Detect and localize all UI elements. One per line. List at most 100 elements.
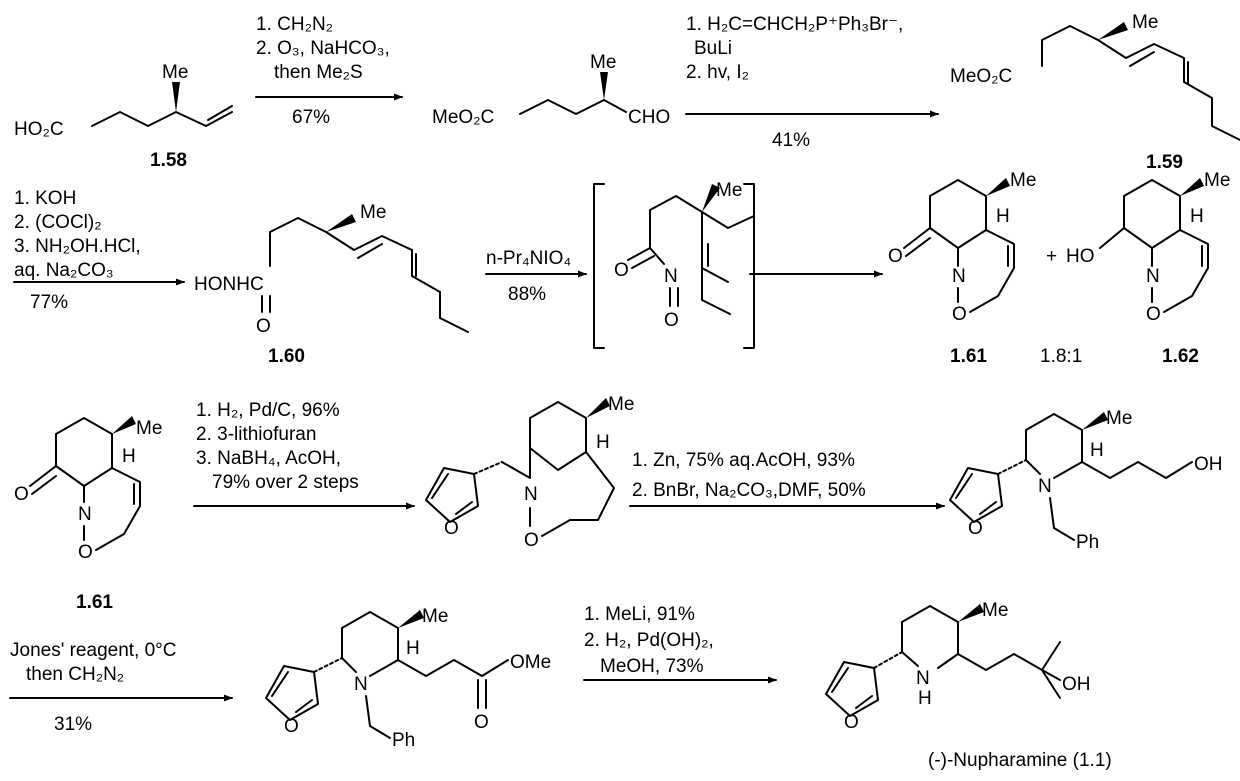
svg-text:H: H	[596, 432, 610, 453]
svg-text:then CH₂N₂: then CH₂N₂	[26, 664, 124, 685]
svg-text:3. NH₂OH.HCl,: 3. NH₂OH.HCl,	[14, 236, 141, 257]
svg-text:2. BnBr, Na₂CO₃,DMF, 50%: 2. BnBr, Na₂CO₃,DMF, 50%	[632, 480, 866, 501]
svg-text:CHO: CHO	[628, 107, 670, 128]
svg-text:H: H	[918, 688, 932, 709]
svg-text:O: O	[614, 260, 629, 281]
svg-text:2. 3-lithiofuran: 2. 3-lithiofuran	[196, 424, 316, 445]
step-7-conditions: Jones' reagent, 0°C then CH₂N₂ 31%	[9, 640, 233, 735]
step-1-conditions: 1. CH₂N₂ 2. O₃, NaHCO₃, then Me₂S 67%	[255, 14, 403, 128]
svg-text:Me: Me	[136, 418, 162, 439]
svg-text:1. H₂, Pd/C, 96%: 1. H₂, Pd/C, 96%	[196, 400, 340, 421]
step-4-conditions: n-Pr₄NIO₄ 88%	[485, 248, 587, 305]
svg-text:Ph: Ph	[1076, 532, 1099, 553]
compound-label-1-60: 1.60	[268, 346, 305, 367]
svg-text:Jones' reagent, 0°C: Jones' reagent, 0°C	[10, 640, 177, 661]
svg-text:n-Pr₄NIO₄: n-Pr₄NIO₄	[486, 248, 571, 269]
svg-text:Me: Me	[716, 180, 742, 201]
svg-text:Me: Me	[982, 600, 1008, 621]
svg-text:77%: 77%	[30, 292, 68, 313]
svg-text:3. NaBH₄, AcOH,: 3. NaBH₄, AcOH,	[196, 448, 341, 469]
svg-text:1. KOH: 1. KOH	[14, 188, 76, 209]
svg-text:then Me₂S: then Me₂S	[274, 62, 363, 83]
svg-text:H: H	[1090, 440, 1104, 461]
methyl-ester: O N Me H OMe O Ph	[265, 606, 551, 751]
svg-text:1. CH₂N₂: 1. CH₂N₂	[256, 14, 333, 35]
svg-text:1. H₂C=CHCH₂P⁺Ph₃Br⁻,: 1. H₂C=CHCH₂P⁺Ph₃Br⁻,	[686, 14, 903, 35]
step-3-conditions: 1. KOH 2. (COCl)₂ 3. NH₂OH.HCl, aq. Na₂C…	[13, 188, 185, 313]
svg-text:HO: HO	[1066, 246, 1095, 267]
compound-1-58: HO₂C Me 1.58	[14, 62, 233, 171]
step-8-conditions: 1. MeLi, 91% 2. H₂, Pd(OH)₂, MeOH, 73%	[583, 604, 777, 684]
svg-text:MeOH, 73%: MeOH, 73%	[600, 656, 704, 677]
step-6-conditions: 1. Zn, 75% aq.AcOH, 93% 2. BnBr, Na₂CO₃,…	[629, 450, 945, 510]
plus-sign: +	[1046, 246, 1057, 267]
svg-text:2. H₂, Pd(OH)₂,: 2. H₂, Pd(OH)₂,	[584, 630, 714, 651]
svg-text:Me: Me	[360, 202, 386, 223]
nupharamine-product: O N H Me OH (-)-Nupharamine (1.1)	[825, 600, 1112, 771]
compound-label-1-59: 1.59	[1146, 152, 1183, 173]
svg-text:1. MeLi, 91%: 1. MeLi, 91%	[584, 604, 695, 625]
svg-text:N: N	[916, 668, 930, 689]
svg-text:O: O	[256, 316, 271, 337]
svg-text:N: N	[1038, 476, 1052, 497]
svg-text:2. O₃, NaHCO₃,: 2. O₃, NaHCO₃,	[256, 38, 390, 59]
svg-text:H: H	[1190, 206, 1204, 227]
svg-text:N: N	[952, 266, 966, 287]
svg-text:OMe: OMe	[510, 652, 551, 673]
bracket	[593, 183, 755, 349]
svg-text:N: N	[354, 674, 368, 695]
svg-text:Me: Me	[422, 606, 448, 627]
svg-text:N: N	[664, 266, 678, 287]
amino-alcohol: O N Me H OH Ph	[949, 408, 1223, 553]
compound-1-61-repeat: O N O Me H 1.61	[14, 416, 162, 613]
step-5-conditions: 1. H₂, Pd/C, 96% 2. 3-lithiofuran 3. NaB…	[193, 400, 415, 510]
svg-text:31%: 31%	[54, 714, 92, 735]
svg-text:O: O	[968, 518, 983, 539]
acylnitroso-intermediate: O N O Me	[593, 180, 755, 349]
svg-text:Me: Me	[1010, 170, 1036, 191]
product-name: (-)-Nupharamine (1.1)	[928, 750, 1112, 771]
svg-text:H: H	[122, 446, 136, 467]
svg-text:Me: Me	[1204, 170, 1230, 191]
svg-text:O: O	[284, 716, 299, 737]
step-2-conditions: 1. H₂C=CHCH₂P⁺Ph₃Br⁻, BuLi 2. hv, I₂ 41%	[685, 14, 939, 151]
svg-text:OH: OH	[1194, 454, 1223, 475]
svg-text:O: O	[888, 246, 903, 267]
svg-text:1. Zn, 75% aq.AcOH, 93%: 1. Zn, 75% aq.AcOH, 93%	[632, 450, 855, 471]
svg-text:O: O	[952, 304, 967, 325]
compound-label-1-58: 1.58	[150, 150, 187, 171]
svg-text:O: O	[474, 712, 489, 733]
svg-text:O: O	[664, 310, 679, 331]
svg-text:2. hv, I₂: 2. hv, I₂	[686, 62, 749, 83]
compound-label-1-61-repeat: 1.61	[76, 592, 113, 613]
svg-text:O: O	[1146, 304, 1161, 325]
compound-1-59: MeO₂C Me 1.59	[950, 12, 1240, 173]
svg-text:OH: OH	[1062, 674, 1091, 695]
svg-text:N: N	[524, 484, 538, 505]
svg-text:H: H	[996, 206, 1010, 227]
ratio-label: 1.8:1	[1040, 346, 1082, 367]
methyl-label: Me	[162, 62, 188, 83]
svg-text:BuLi: BuLi	[694, 38, 732, 59]
svg-text:MeO₂C: MeO₂C	[432, 107, 494, 128]
svg-text:O: O	[78, 542, 93, 563]
compound-label-1-62: 1.62	[1162, 346, 1199, 367]
compound-1-62: HO N O Me H 1.62	[1066, 170, 1230, 367]
svg-text:41%: 41%	[772, 130, 810, 151]
svg-text:O: O	[14, 484, 29, 505]
svg-text:2. (COCl)₂: 2. (COCl)₂	[14, 212, 102, 233]
compound-1-61: O N O Me H 1.61	[888, 170, 1036, 367]
furan-ring	[425, 467, 479, 523]
acid-group: HO₂C	[14, 119, 64, 140]
svg-text:Me: Me	[590, 52, 616, 73]
aldehyde-intermediate: MeO₂C Me CHO	[432, 52, 670, 128]
svg-text:79% over 2 steps: 79% over 2 steps	[212, 472, 359, 493]
svg-text:HONHC: HONHC	[194, 274, 264, 295]
svg-text:88%: 88%	[508, 284, 546, 305]
compound-label-1-61: 1.61	[950, 346, 987, 367]
svg-text:N: N	[78, 504, 92, 525]
bicyclic-isoxazolidine: O N O Me H	[425, 394, 634, 551]
svg-text:O: O	[524, 530, 539, 551]
svg-text:Me: Me	[1132, 12, 1158, 33]
svg-text:Ph: Ph	[392, 730, 415, 751]
